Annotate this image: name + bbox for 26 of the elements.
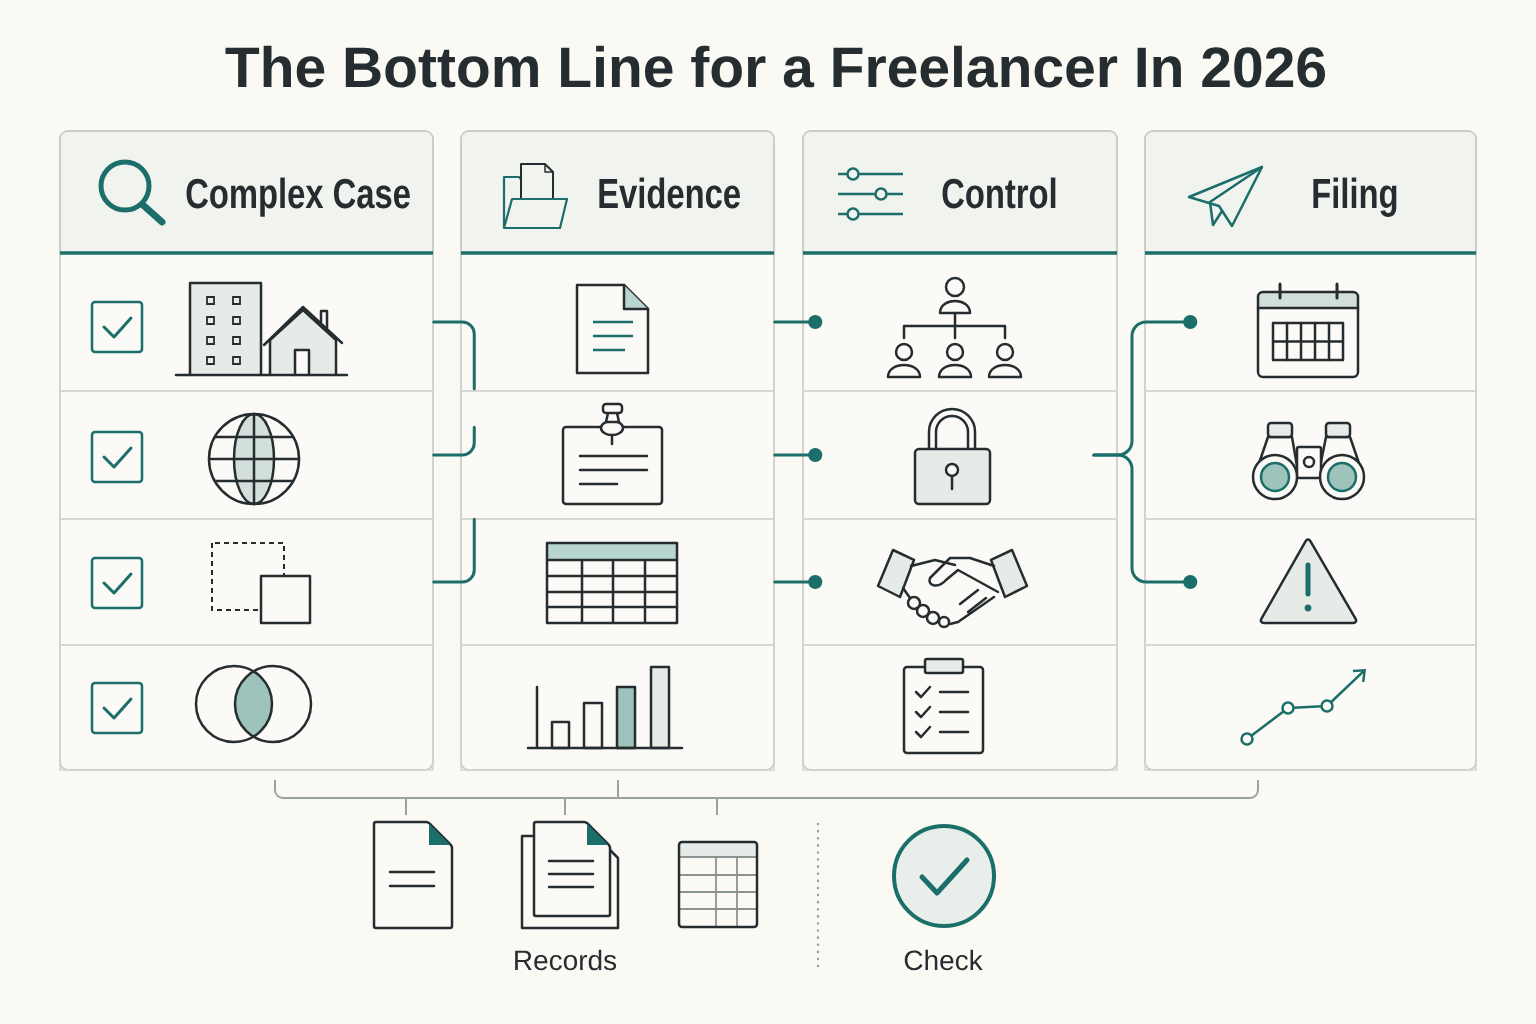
connector [773,448,823,462]
grid-cell [460,644,775,771]
icon-caption: Check [904,949,983,971]
connector [432,517,476,584]
title: The Bottom Line for a Freelancer In 2026 [225,45,1325,88]
grid-cell [460,390,775,520]
icon-caption: Records [515,949,617,971]
connector [773,315,823,329]
column-heading: Complex Case [186,177,410,217]
grid-cell [59,644,434,771]
grid-cell [802,518,1118,646]
connector [1092,453,1198,589]
connector [432,320,476,391]
grid-cell [802,644,1118,771]
grid-cell [1144,390,1477,520]
connector [432,425,476,457]
connector [773,575,823,589]
column-heading: Evidence [599,177,740,209]
grid-cell [460,518,775,646]
grid-cell [59,518,434,646]
column-heading: Control [942,177,1056,209]
grid-cell [1144,644,1477,771]
column-heading: Filing [1313,177,1397,217]
grid-cell [1144,518,1477,646]
grid-cell [59,390,434,520]
grid-cell [802,390,1118,520]
